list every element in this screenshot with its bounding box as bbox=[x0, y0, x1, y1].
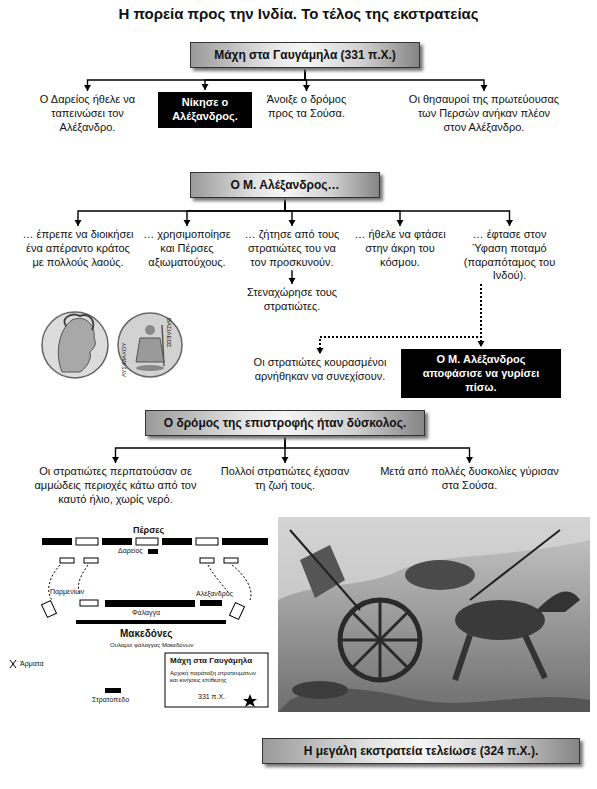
diagram-label: Πέρσες bbox=[133, 526, 164, 536]
node-text: Η μεγάλη εκστρατεία τελείωσε (324 π.Χ.). bbox=[271, 744, 571, 758]
heading-band: Η μεγάλη εκστρατεία τελείωσε (324 π.Χ.). bbox=[262, 738, 580, 764]
diagram-label: Μακεδόνες bbox=[120, 628, 172, 639]
connector bbox=[285, 199, 404, 226]
diagram-label: 331 π.Χ. bbox=[198, 693, 225, 701]
text-node: Στεναχώρησε τους στρατιώτες. bbox=[242, 286, 342, 314]
connector-line bbox=[187, 199, 285, 226]
diagram-label: ΒΑΣΙΛΕΩΣ bbox=[165, 318, 172, 348]
highlight-box: Ο Μ. Αλέξανδρος αποφάσισε να γυρίσει πίσ… bbox=[401, 349, 561, 398]
text-node: … ήθελε να φτάσει στην άκρη του κόσμου. bbox=[350, 228, 450, 269]
node-text: Στεναχώρησε τους στρατιώτες. bbox=[242, 286, 342, 314]
connector-line bbox=[116, 437, 286, 463]
arrow-head bbox=[317, 348, 324, 354]
connector-line bbox=[305, 69, 484, 91]
text-node: … έφτασε στον Ύφαση ποταμό (παραπόταμος … bbox=[457, 228, 562, 283]
diagram-label: Φάλαγγα bbox=[132, 609, 160, 617]
diagram-label: Παρμενίων bbox=[50, 588, 84, 596]
connector bbox=[285, 199, 513, 226]
node-text: Οι στρατιώτες κουρασμένοι αρνήθηκαν να σ… bbox=[245, 356, 395, 384]
connector bbox=[202, 69, 306, 90]
node-text: Ο Μ. Αλέξανδρος… bbox=[199, 178, 371, 192]
connector bbox=[478, 284, 485, 347]
node-text: … ήθελε να φτάσει στην άκρη του κόσμου. bbox=[350, 228, 450, 269]
text-node: … χρησιμοποίησε και Πέρσες αξιωματούχους… bbox=[137, 228, 237, 269]
connector bbox=[112, 437, 285, 463]
text-node: Πολλοί στρατιώτες έχασαν τη ζωή τους. bbox=[215, 465, 355, 493]
battle-painting bbox=[278, 517, 590, 712]
arrow-head bbox=[303, 85, 310, 91]
text-node: Οι στρατιώτες κουρασμένοι αρνήθηκαν να σ… bbox=[245, 356, 395, 384]
heading-band: Μάχη στα Γαυγάμηλα (331 π.Χ.) bbox=[190, 42, 420, 68]
connector-line bbox=[320, 284, 481, 354]
battle-plan bbox=[10, 538, 268, 707]
coin-obverse bbox=[42, 312, 108, 378]
text-node: … ζήτησε από τους στρατιώτες του να τον … bbox=[242, 228, 342, 269]
arrow-head bbox=[397, 220, 404, 226]
connector-line bbox=[205, 69, 305, 90]
diagram-label: Δαρείος bbox=[118, 547, 143, 555]
diagram-label: Άρματα bbox=[20, 660, 43, 668]
arrow-head bbox=[112, 457, 119, 463]
highlight-box: Νίκησε ο Αλέξανδρος. bbox=[158, 92, 252, 128]
connector-line bbox=[285, 199, 400, 226]
arrow-head bbox=[282, 457, 289, 463]
coin-reverse bbox=[118, 313, 182, 377]
text-node: Οι στρατιώτες περπατούσαν σε αμμώδεις πε… bbox=[28, 465, 203, 506]
diagram-label: ΛΥΣΙΜΑΧΟΥ bbox=[121, 343, 128, 377]
arrow-head bbox=[506, 220, 513, 226]
text-node: Οι θησαυροί της πρωτεύουσας των Περσών α… bbox=[408, 93, 560, 134]
connector bbox=[75, 199, 286, 226]
node-text: Ο Μ. Αλέξανδρος αποφάσισε να γυρίσει πίσ… bbox=[407, 353, 555, 394]
page-title: Η πορεία προς την Ινδία. Το τέλος της εκ… bbox=[0, 5, 597, 22]
arrow-head bbox=[481, 85, 488, 91]
text-node: Ο Δαρείος ήθελε να ταπεινώσει τον Αλέξαν… bbox=[25, 93, 150, 134]
heading-band: Ο δρόμος της επιστροφής ήταν δύσκολος. bbox=[145, 410, 425, 436]
connector-line bbox=[480, 284, 482, 347]
node-text: Οι στρατιώτες περπατούσαν σε αμμώδεις πε… bbox=[28, 465, 203, 506]
node-text: Ο Δαρείος ήθελε να ταπεινώσει τον Αλέξαν… bbox=[25, 93, 150, 134]
diagram-label: Ουλαμοί φάλαγγας Μακεδόνων bbox=[110, 642, 193, 649]
arrow-head bbox=[75, 220, 82, 226]
text-node: Άνοιξε ο δρόμος προς τα Σούσα. bbox=[258, 93, 355, 121]
diagram-label: Μάχη στα Γαυγάμηλα bbox=[170, 657, 252, 666]
diagram-label: Αρχική παράταξη στρατευμάτων και κινήσει… bbox=[170, 670, 262, 683]
connector bbox=[184, 199, 286, 226]
diagram-label: Στρατόπεδο bbox=[92, 696, 129, 704]
connector bbox=[317, 284, 482, 354]
arrow-head bbox=[202, 84, 209, 90]
node-text: Νίκησε ο Αλέξανδρος. bbox=[164, 96, 246, 124]
connector-line bbox=[88, 69, 306, 91]
node-text: … έπρεπε να διοικήσει ένα απέραντο κράτο… bbox=[22, 228, 134, 269]
arrow-head bbox=[84, 85, 91, 91]
arrow-head bbox=[478, 341, 485, 347]
connector bbox=[285, 437, 473, 463]
node-text: … χρησιμοποίησε και Πέρσες αξιωματούχους… bbox=[137, 228, 237, 269]
node-text: … έφτασε στον Ύφαση ποταμό (παραπόταμος … bbox=[457, 228, 562, 283]
diagram-label: Αλέξανδρος bbox=[196, 590, 233, 598]
connector bbox=[305, 69, 488, 91]
node-text: Άνοιξε ο δρόμος προς τα Σούσα. bbox=[258, 93, 355, 121]
connector-line bbox=[285, 437, 470, 463]
node-text: Μετά από πολλές δυσκολίες γύρισαν στα Σο… bbox=[372, 465, 567, 493]
heading-band: Ο Μ. Αλέξανδρος… bbox=[190, 172, 380, 198]
text-node: … έπρεπε να διοικήσει ένα απέραντο κράτο… bbox=[22, 228, 134, 269]
connector-line bbox=[78, 199, 285, 226]
arrow-head bbox=[289, 220, 296, 226]
arrow-head bbox=[466, 457, 473, 463]
connector bbox=[289, 270, 296, 284]
arrow-head bbox=[184, 220, 191, 226]
node-text: Ο δρόμος της επιστροφής ήταν δύσκολος. bbox=[154, 416, 416, 430]
connector bbox=[84, 69, 305, 91]
connector bbox=[285, 199, 296, 226]
node-text: Πολλοί στρατιώτες έχασαν τη ζωή τους. bbox=[215, 465, 355, 493]
arrow-head bbox=[289, 278, 296, 284]
node-text: Οι θησαυροί της πρωτεύουσας των Περσών α… bbox=[408, 93, 560, 134]
node-text: Μάχη στα Γαυγάμηλα (331 π.Χ.) bbox=[199, 48, 411, 62]
node-text: … ζήτησε από τους στρατιώτες του να τον … bbox=[242, 228, 342, 269]
text-node: Μετά από πολλές δυσκολίες γύρισαν στα Σο… bbox=[372, 465, 567, 493]
connector-line bbox=[285, 199, 510, 226]
